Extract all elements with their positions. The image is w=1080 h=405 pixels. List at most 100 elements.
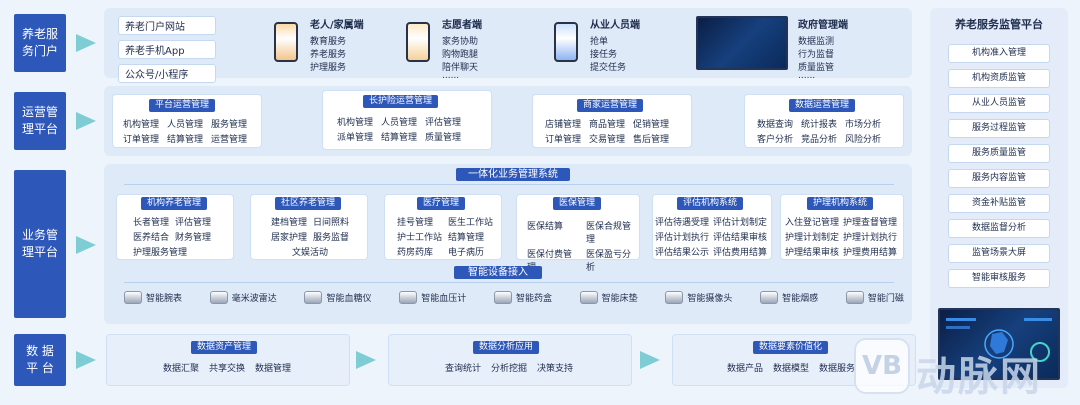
arrow-biz-icon xyxy=(76,236,96,254)
biz-item: 日间照料 xyxy=(313,215,349,228)
device-pillbox[interactable]: 智能药盒 xyxy=(494,291,552,304)
pillbox-icon xyxy=(494,291,512,304)
supervision-item[interactable]: 服务内容监管 xyxy=(948,169,1050,188)
biz-item: 医保合规管理 xyxy=(586,219,639,245)
portal-miniprogram-item[interactable]: 公众号/小程序 xyxy=(118,64,216,83)
bp-monitor-icon xyxy=(399,291,417,304)
supervision-item[interactable]: 从业人员监管 xyxy=(948,94,1050,113)
ops-item: 数据查询 xyxy=(757,117,793,130)
end-elder-item: 教育服务 xyxy=(310,34,364,47)
arrow-ops-icon xyxy=(76,112,96,130)
biz-item: 居家护理 xyxy=(271,230,307,243)
ops-item: 质量管理 xyxy=(425,130,461,143)
dashboard-screen-icon xyxy=(696,16,788,70)
data-item: 数据模型 xyxy=(773,361,809,374)
supervision-item[interactable]: 监管场景大屏 xyxy=(948,244,1050,263)
biz-item: 护理服务管理 xyxy=(133,245,211,258)
biz-band: 一体化业务管理系统 机构养老管理 长者管理 评估管理 医养结合 财务管理 护理服… xyxy=(104,164,912,324)
camera-icon xyxy=(665,291,683,304)
device-label: 智能门磁 xyxy=(868,291,904,304)
supervision-item[interactable]: 服务质量监管 xyxy=(948,144,1050,163)
biz-module-nursing: 护理机构系统 入住登记管理 护理查督管理 护理计划制定 护理计划执行 护理结果审… xyxy=(780,194,904,260)
supervision-item[interactable]: 服务过程监管 xyxy=(948,119,1050,138)
data-item: 共享交换 xyxy=(209,361,245,374)
end-volunteer-item: 购物跑腿 xyxy=(442,47,482,60)
end-volunteer-item: ...... xyxy=(442,73,482,80)
ops-item: 统计报表 xyxy=(801,117,837,130)
ops-module-ltc: 长护险运营管理 机构管理 人员管理 评估管理 派单管理 结算管理 质量管理 xyxy=(322,90,492,150)
data-item: 分析挖掘 xyxy=(491,361,527,374)
ops-item: 市场分析 xyxy=(845,117,881,130)
biz-item: 结算管理 xyxy=(448,230,493,243)
layer-label-portal: 养老服务门户 xyxy=(14,14,66,72)
ops-module-title: 数据运营管理 xyxy=(789,99,855,112)
biz-item: 评估待遇受理 xyxy=(655,215,709,228)
device-watch[interactable]: 智能腕表 xyxy=(124,291,182,304)
ops-module-items: 店铺管理 商品管理 促销管理 订单管理 交易管理 售后管理 xyxy=(545,117,669,145)
device-row: 智能腕表 毫米波雷达 智能血糖仪 智能血压计 智能药盒 智能床垫 智能摄像头 智… xyxy=(124,291,904,304)
device-title: 智能设备接入 xyxy=(454,266,542,279)
data-module-assets: 数据资产管理 数据汇聚 共享交换 数据管理 xyxy=(106,334,350,386)
biz-item: 护士工作站 xyxy=(397,230,442,243)
device-bp-monitor[interactable]: 智能血压计 xyxy=(399,291,466,304)
supervision-item[interactable]: 机构准入管理 xyxy=(948,44,1050,63)
supervision-item[interactable]: 机构资质监管 xyxy=(948,69,1050,88)
ops-item: 评估管理 xyxy=(425,115,461,128)
portal-site-item[interactable]: 养老门户网站 xyxy=(118,16,216,35)
device-smoke-sensor[interactable]: 智能烟感 xyxy=(760,291,818,304)
arrow-data-icon xyxy=(76,351,96,369)
end-gov: 政府管理端 数据监测 行为监督 质量监管 ...... xyxy=(798,16,848,80)
ops-item: 结算管理 xyxy=(167,132,203,145)
data-module-title: 数据分析应用 xyxy=(473,341,539,354)
ops-item: 服务管理 xyxy=(211,117,247,130)
ops-module-title: 商家运营管理 xyxy=(577,99,643,112)
device-radar[interactable]: 毫米波雷达 xyxy=(210,291,277,304)
ops-item: 店铺管理 xyxy=(545,117,581,130)
end-gov-item: ...... xyxy=(798,73,848,80)
end-staff-item: 抢单 xyxy=(590,34,640,47)
biz-item: 入住登记管理 xyxy=(785,215,839,228)
ops-item: 人员管理 xyxy=(381,115,417,128)
biz-module-medical: 医疗管理 挂号管理 医生工作站 护士工作站 结算管理 药房药库 电子病历 xyxy=(384,194,502,260)
phone-volunteer-icon xyxy=(406,22,430,62)
ops-module-items: 机构管理 人员管理 评估管理 派单管理 结算管理 质量管理 xyxy=(337,115,461,143)
device-glucometer[interactable]: 智能血糖仪 xyxy=(304,291,371,304)
supervision-item[interactable]: 智能审核服务 xyxy=(948,269,1050,288)
biz-item: 评估管理 xyxy=(175,215,211,228)
device-label: 毫米波雷达 xyxy=(232,291,277,304)
biz-module-title: 社区养老管理 xyxy=(275,197,341,210)
ops-item: 机构管理 xyxy=(123,117,159,130)
ops-item: 人员管理 xyxy=(167,117,203,130)
ops-item: 派单管理 xyxy=(337,130,373,143)
watermark-logo-icon: VB xyxy=(854,338,910,394)
biz-module-community: 社区养老管理 建档管理 日间照料 居家护理 服务监督 文娱活动 xyxy=(250,194,368,260)
radar-icon xyxy=(210,291,228,304)
layer-label-biz: 业务管理平台 xyxy=(14,170,66,318)
biz-module-title: 医疗管理 xyxy=(417,197,465,210)
ops-module-items: 数据查询 统计报表 市场分析 客户分析 竞品分析 风险分析 xyxy=(757,117,881,145)
biz-item: 医养结合 xyxy=(133,230,169,243)
device-camera[interactable]: 智能摄像头 xyxy=(665,291,732,304)
portal-app-item[interactable]: 养老手机App xyxy=(118,40,216,59)
ops-item: 促销管理 xyxy=(633,117,669,130)
door-sensor-icon xyxy=(846,291,864,304)
layer-label-ops: 运营管理平台 xyxy=(14,92,66,150)
data-item: 数据管理 xyxy=(255,361,291,374)
biz-title: 一体化业务管理系统 xyxy=(456,168,570,181)
supervision-item[interactable]: 资金补贴监管 xyxy=(948,194,1050,213)
biz-item: 评估结果公示 xyxy=(655,245,709,258)
end-gov-item: 行为监督 xyxy=(798,47,848,60)
device-door-sensor[interactable]: 智能门磁 xyxy=(846,291,904,304)
end-staff-item: 提交任务 xyxy=(590,60,640,73)
device-mattress[interactable]: 智能床垫 xyxy=(580,291,638,304)
end-volunteer-title: 志愿者端 xyxy=(442,16,482,31)
ops-module-data: 数据运营管理 数据查询 统计报表 市场分析 客户分析 竞品分析 风险分析 xyxy=(744,94,904,148)
biz-item: 护理计划执行 xyxy=(843,230,897,243)
supervision-item[interactable]: 数据监督分析 xyxy=(948,219,1050,238)
biz-module-items: 入住登记管理 护理查督管理 护理计划制定 护理计划执行 护理结果审核 护理费用结… xyxy=(785,215,897,258)
supervision-list: 机构准入管理 机构资质监管 从业人员监管 服务过程监管 服务质量监管 服务内容监… xyxy=(948,44,1050,288)
biz-item: 评估计划执行 xyxy=(655,230,709,243)
end-gov-title: 政府管理端 xyxy=(798,16,848,31)
data-item: 决策支持 xyxy=(537,361,573,374)
data-module-items: 查询统计 分析挖掘 决策支持 xyxy=(445,361,573,374)
